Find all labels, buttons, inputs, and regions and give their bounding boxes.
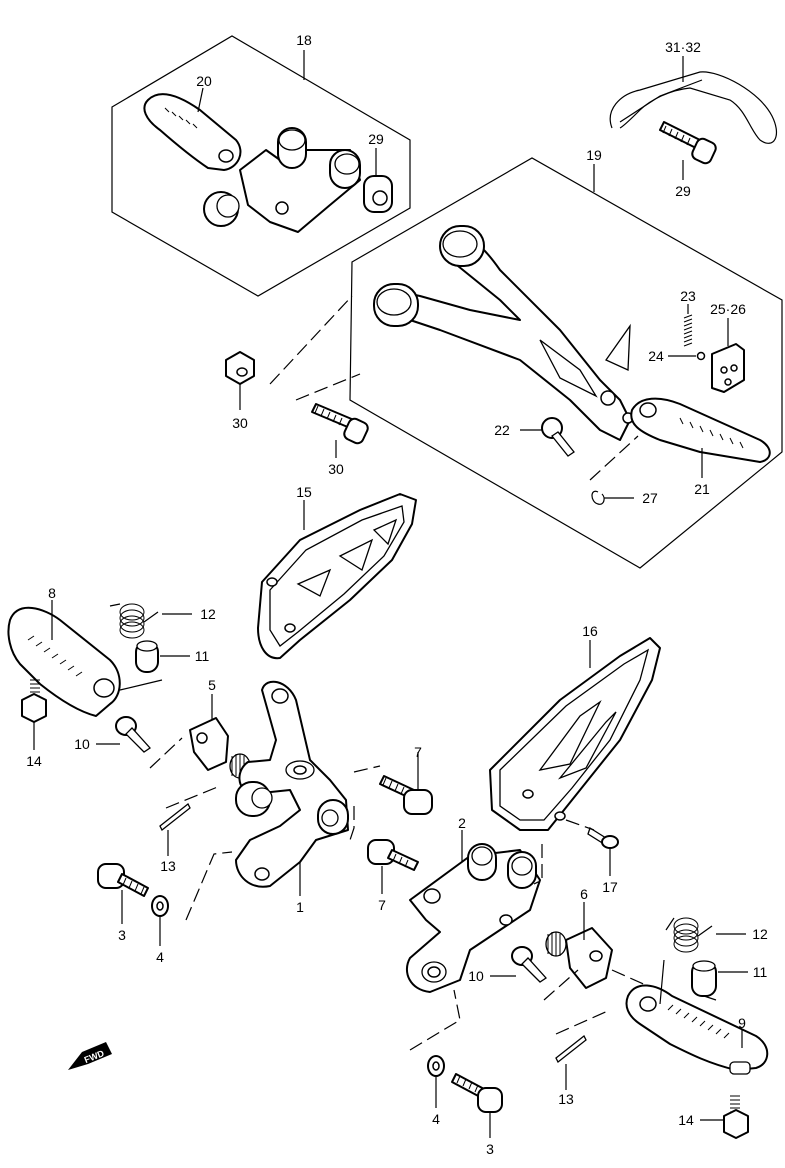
callout-13-right: 13 — [558, 1091, 574, 1107]
pin-10-left — [96, 716, 183, 769]
kit-outline-18 — [111, 35, 411, 297]
footpeg-9 — [625, 984, 769, 1075]
callout-30: 30 — [232, 415, 248, 431]
callout-11-right: 11 — [753, 964, 768, 980]
spring-12-left — [109, 603, 192, 639]
footpeg-8 — [7, 600, 121, 717]
bushing-28 — [363, 148, 393, 213]
bracket-assembly-18 — [203, 127, 361, 233]
callout-labels: 18 20 29 31·32 29 19 23 25·26 24 30 22 3… — [26, 32, 768, 1157]
heel-plate-15 — [257, 493, 417, 660]
pivot-5 — [189, 694, 251, 779]
callout-7-lower: 7 — [378, 897, 386, 913]
callout-12-right: 12 — [752, 926, 768, 942]
callout-14-right: 14 — [678, 1112, 694, 1128]
washer-4-right — [427, 1055, 445, 1108]
bushing-11-left — [119, 640, 190, 691]
footrest-bracket-19 — [373, 225, 634, 441]
bolt-7-lower — [367, 839, 419, 894]
callout-27: 27 — [642, 490, 658, 506]
callout-13-left: 13 — [160, 858, 176, 874]
callout-23: 23 — [680, 288, 696, 304]
callout-15: 15 — [296, 484, 312, 500]
spring-23 — [683, 304, 693, 347]
callout-19: 19 — [586, 147, 602, 163]
callout-29-middle: 30 — [328, 461, 344, 477]
callout-6: 6 — [580, 886, 588, 902]
callout-14-left: 14 — [26, 753, 42, 769]
bolt-29-middle — [311, 403, 369, 458]
bolt-3-left — [97, 863, 149, 924]
footpeg-20 — [143, 87, 242, 171]
callout-5: 5 — [208, 677, 216, 693]
callout-7-upper: 7 — [414, 744, 422, 760]
callout-4-right: 4 — [432, 1111, 440, 1127]
fwd-arrow-icon: FWD — [68, 1042, 112, 1070]
washer-4-left — [151, 851, 233, 946]
bushing-11-right — [691, 960, 748, 1001]
callout-29-top: 29 — [675, 183, 691, 199]
bolt-29-top — [659, 121, 717, 180]
bolt-14-left — [21, 679, 47, 750]
ball-24 — [668, 351, 706, 361]
callout-22: 22 — [494, 422, 510, 438]
callout-17: 17 — [602, 879, 618, 895]
callout-8: 8 — [48, 585, 56, 601]
cotter-pin-13-left — [159, 785, 221, 856]
callout-31-32: 31·32 — [665, 39, 701, 55]
callout-20: 20 — [196, 73, 212, 89]
bracket-2 — [405, 830, 541, 993]
pin-22 — [520, 417, 575, 457]
plate-25-26 — [711, 318, 745, 393]
callout-11-left: 11 — [195, 648, 210, 664]
callout-3-left: 3 — [118, 927, 126, 943]
callout-18: 18 — [296, 32, 312, 48]
callout-10-right: 10 — [468, 968, 484, 984]
callout-9: 9 — [738, 1015, 746, 1031]
spring-12-right — [659, 917, 746, 1005]
bolt-14-right — [700, 1095, 749, 1139]
callout-3-right: 3 — [486, 1141, 494, 1157]
callout-2: 2 — [458, 815, 466, 831]
kit-outline-19 — [349, 157, 783, 569]
nut-30 — [225, 351, 255, 410]
cotter-pin-13-right — [555, 1009, 611, 1090]
pin-10-right — [490, 946, 579, 1001]
footpeg-21 — [630, 397, 771, 478]
pivot-6 — [545, 902, 613, 989]
bracket-1 — [235, 680, 349, 896]
callout-10-left: 10 — [74, 736, 90, 752]
callout-24: 24 — [648, 348, 664, 364]
callout-16: 16 — [582, 623, 598, 639]
callout-1: 1 — [296, 899, 304, 915]
callout-4-left: 4 — [156, 949, 164, 965]
callout-28: 29 — [368, 131, 384, 147]
callout-21: 21 — [694, 481, 710, 497]
heel-plate-16 — [489, 637, 661, 831]
bolt-3-right — [451, 1073, 503, 1138]
callout-25-26: 25·26 — [710, 301, 746, 317]
screw-17 — [565, 819, 619, 876]
bolt-7-upper — [379, 752, 433, 815]
clip-27 — [591, 490, 634, 505]
guard-31-32 — [609, 56, 777, 144]
callout-12-left: 12 — [200, 606, 216, 622]
